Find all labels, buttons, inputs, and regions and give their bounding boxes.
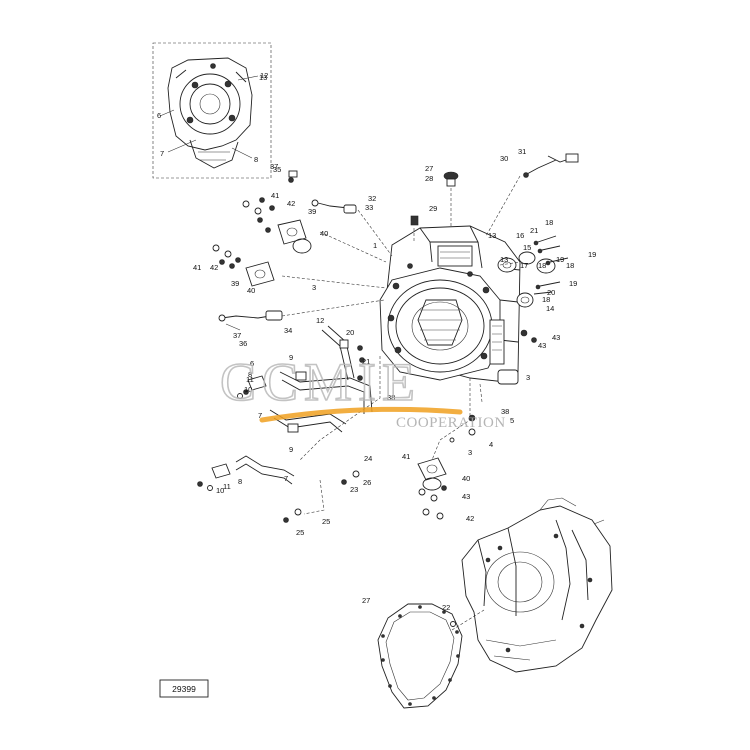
callout-37: 37 bbox=[233, 331, 241, 340]
callout-34: 34 bbox=[284, 326, 292, 335]
watermark-swoosh bbox=[259, 406, 463, 423]
lower-fittings bbox=[283, 414, 476, 523]
callout-35: 35 bbox=[273, 165, 281, 174]
callout-10: 10 bbox=[244, 385, 252, 394]
gasket bbox=[377, 603, 463, 709]
callout-1: 1 bbox=[373, 241, 377, 250]
callout-3: 3 bbox=[526, 373, 530, 382]
inset-callout-7: 7 bbox=[160, 149, 164, 158]
callout-40: 40 bbox=[462, 474, 470, 483]
callout-8: 8 bbox=[238, 477, 242, 486]
callout-31: 31 bbox=[518, 147, 526, 156]
callout-42: 42 bbox=[210, 263, 218, 272]
callout-7: 7 bbox=[284, 474, 288, 483]
callout-40: 40 bbox=[320, 229, 328, 238]
callout-20: 20 bbox=[547, 288, 555, 297]
callout-11: 11 bbox=[246, 375, 254, 384]
transmission-assembly bbox=[461, 497, 613, 673]
callout-10: 10 bbox=[216, 486, 224, 495]
callout-6: 6 bbox=[250, 359, 254, 368]
callout-43: 43 bbox=[538, 341, 546, 350]
callout-3: 3 bbox=[468, 448, 472, 457]
callout-21: 21 bbox=[362, 357, 370, 366]
callout-27: 27 bbox=[362, 596, 370, 605]
callout-7: 7 bbox=[258, 411, 262, 420]
callout-18: 18 bbox=[542, 295, 550, 304]
callout-42: 42 bbox=[466, 514, 474, 523]
right-side-components bbox=[497, 235, 569, 385]
callout-21: 21 bbox=[530, 226, 538, 235]
callout-29: 29 bbox=[429, 204, 437, 213]
callout-27: 27 bbox=[425, 164, 433, 173]
callout-40: 40 bbox=[247, 286, 255, 295]
callout-8: 8 bbox=[248, 370, 252, 379]
callout-37: 37 bbox=[270, 162, 278, 171]
callout-33: 33 bbox=[365, 203, 373, 212]
callout-3: 3 bbox=[312, 283, 316, 292]
inset-callouts: 13 6 7 8 bbox=[157, 73, 267, 164]
assembly-lines bbox=[281, 175, 521, 631]
inset-callout-13: 13 bbox=[259, 73, 267, 82]
callout-36: 36 bbox=[239, 339, 247, 348]
callout-13: 13 bbox=[500, 255, 508, 264]
callout-18: 18 bbox=[566, 261, 574, 270]
callout-22: 22 bbox=[442, 603, 450, 612]
callout-24: 24 bbox=[364, 454, 372, 463]
callout-28: 28 bbox=[425, 174, 433, 183]
callout-11: 11 bbox=[223, 482, 231, 491]
callout-13: 13 bbox=[488, 231, 496, 240]
callout-41: 41 bbox=[402, 452, 410, 461]
figure-number-box: 29399 bbox=[159, 679, 209, 698]
callout-9: 9 bbox=[289, 445, 293, 454]
pipe-assemblies bbox=[197, 325, 373, 491]
callout-39: 39 bbox=[231, 279, 239, 288]
callout-12: 12 bbox=[260, 71, 268, 80]
callout-23: 23 bbox=[350, 485, 358, 494]
callout-18: 18 bbox=[538, 261, 546, 270]
watermark: CCMIE COOPERATION bbox=[219, 351, 506, 431]
callout-43: 43 bbox=[462, 492, 470, 501]
callout-17: 17 bbox=[520, 261, 528, 270]
upper-left-fittings bbox=[212, 170, 312, 287]
inset-callout-6: 6 bbox=[157, 111, 161, 120]
inset-view bbox=[152, 42, 272, 179]
callout-42: 42 bbox=[287, 199, 295, 208]
top-components bbox=[410, 153, 579, 226]
callout-12: 12 bbox=[316, 316, 324, 325]
inset-callout-8: 8 bbox=[254, 155, 258, 164]
callout-39: 39 bbox=[308, 207, 316, 216]
callout-41: 41 bbox=[271, 191, 279, 200]
callout-41: 41 bbox=[193, 263, 201, 272]
callout-15: 15 bbox=[523, 243, 531, 252]
callout-26: 26 bbox=[363, 478, 371, 487]
callout-43: 43 bbox=[552, 333, 560, 342]
callout-9: 9 bbox=[289, 353, 293, 362]
callout-19: 19 bbox=[569, 279, 577, 288]
main-housing bbox=[379, 225, 521, 383]
callout-16: 16 bbox=[516, 231, 524, 240]
callout-19: 19 bbox=[588, 250, 596, 259]
callout-19: 19 bbox=[556, 255, 564, 264]
callout-32: 32 bbox=[368, 194, 376, 203]
callout-30: 30 bbox=[500, 154, 508, 163]
callout-25: 25 bbox=[296, 528, 304, 537]
callout-20: 20 bbox=[346, 328, 354, 337]
callout-25: 25 bbox=[322, 517, 330, 526]
callout-4: 4 bbox=[489, 440, 493, 449]
callout-14: 14 bbox=[546, 304, 554, 313]
watermark-sub: COOPERATION bbox=[396, 415, 506, 431]
figure-number: 29399 bbox=[172, 684, 196, 694]
sensor-connector bbox=[218, 310, 283, 331]
sensor-assembly bbox=[311, 199, 357, 214]
callout-5: 5 bbox=[510, 416, 514, 425]
inset-frame bbox=[152, 42, 272, 179]
callout-38: 38 bbox=[501, 407, 509, 416]
watermark-main: CCMIE bbox=[220, 352, 421, 412]
callout-18: 18 bbox=[545, 218, 553, 227]
callout-38: 38 bbox=[387, 393, 395, 402]
